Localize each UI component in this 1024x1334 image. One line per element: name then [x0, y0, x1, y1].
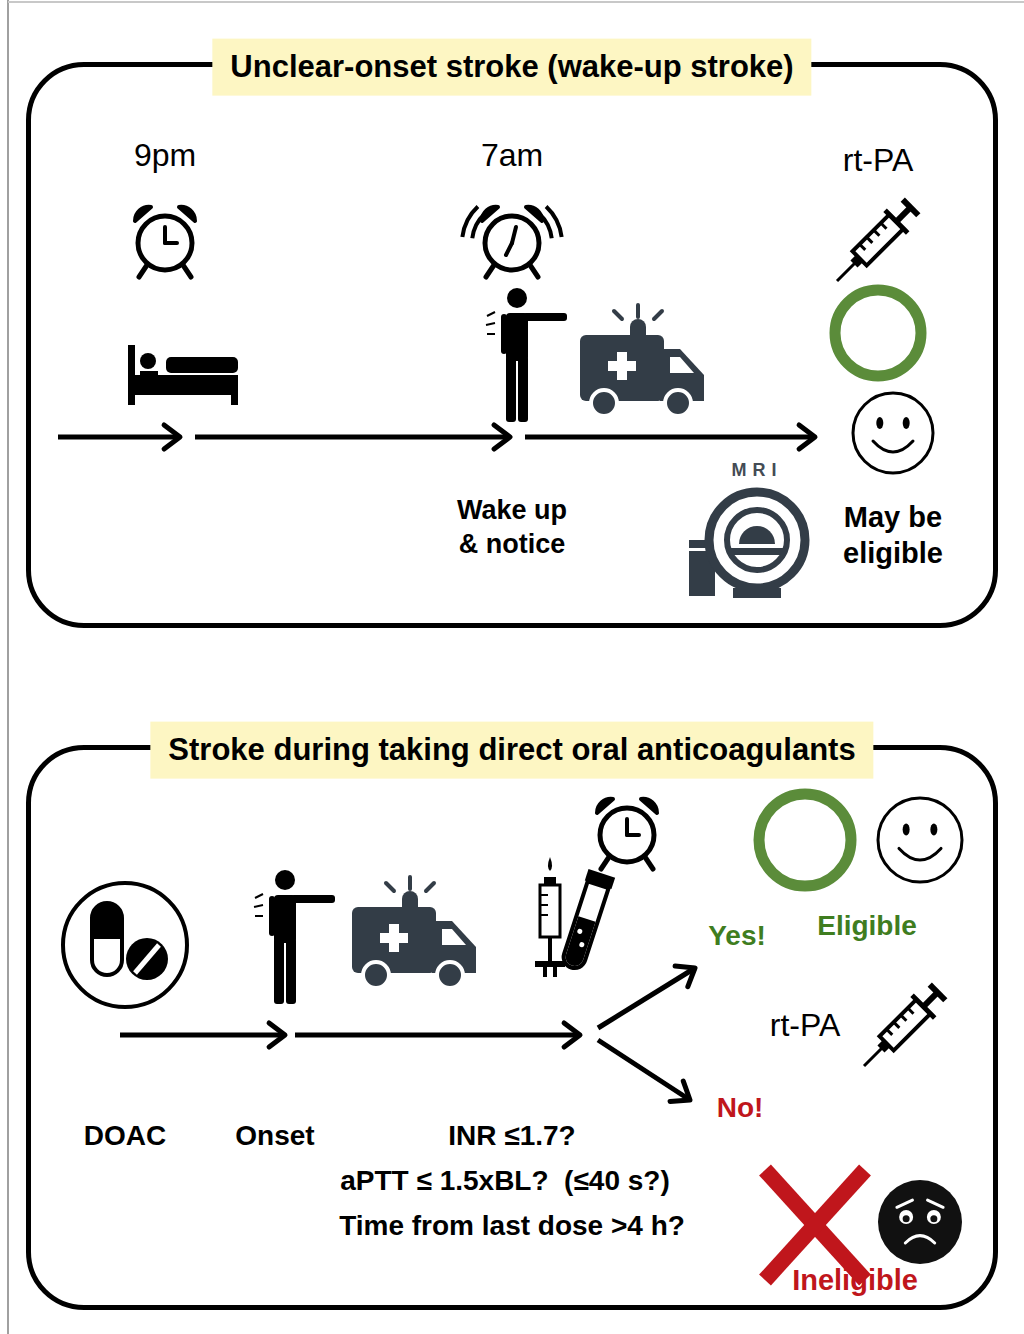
- syringe-icon: [826, 196, 922, 292]
- outcome-label: Eligible: [817, 908, 917, 943]
- timeline-label: Onset: [235, 1118, 314, 1153]
- timeline-arrow: [120, 1023, 285, 1047]
- smiley-face: [878, 798, 962, 882]
- blood-test-icon: [535, 857, 615, 977]
- criterion-label: Time from last dose >4 h?: [339, 1208, 685, 1243]
- timeline-arrow: [598, 966, 695, 1028]
- person-figure: [254, 870, 335, 1004]
- alarm-clock: [135, 207, 195, 277]
- outcome-label: Ineligible: [792, 1262, 918, 1298]
- bed-icon: [128, 345, 238, 405]
- eligible-circle: [835, 290, 921, 376]
- worried-face: [878, 1180, 962, 1264]
- panel-heading: Stroke during taking direct oral anticoa…: [150, 722, 873, 779]
- timeline-arrow: [58, 425, 180, 449]
- panel-heading: Unclear-onset stroke (wake-up stroke): [212, 39, 811, 96]
- outcome-label: May be eligible: [828, 499, 958, 572]
- event-label: Wake up & notice: [456, 494, 568, 562]
- timeline-arrow: [195, 425, 510, 449]
- timeline-arrow: [295, 1023, 580, 1047]
- mri-scanner-icon: [689, 492, 805, 598]
- criterion-label: INR ≤1.7?: [448, 1118, 575, 1153]
- branch-label: No!: [717, 1090, 764, 1125]
- timeline-arrow: [525, 425, 815, 449]
- alarm-clock: [597, 799, 657, 869]
- time-label: 7am: [481, 135, 543, 175]
- treatment-label: rt-PA: [843, 140, 914, 180]
- treatment-label: rt-PA: [770, 1005, 841, 1045]
- timeline-arrow: [598, 1040, 690, 1101]
- ambulance-icon: [580, 305, 704, 416]
- page-frame: [8, 0, 1024, 1334]
- alarm-clock: [462, 206, 561, 277]
- time-label: 9pm: [134, 135, 196, 175]
- timeline-label: DOAC: [84, 1118, 166, 1153]
- ineligible-cross: [765, 1170, 865, 1280]
- criterion-label: aPTT ≤ 1.5xBL? (≤40 s?): [340, 1163, 669, 1198]
- device-label: MRI: [732, 459, 783, 482]
- medication-icon: [63, 883, 187, 1007]
- ambulance-icon: [352, 877, 476, 988]
- smiley-face: [853, 393, 933, 473]
- syringe-icon: [853, 981, 949, 1077]
- eligible-circle: [759, 794, 851, 886]
- branch-label: Yes!: [708, 918, 766, 953]
- person-figure: [486, 288, 567, 422]
